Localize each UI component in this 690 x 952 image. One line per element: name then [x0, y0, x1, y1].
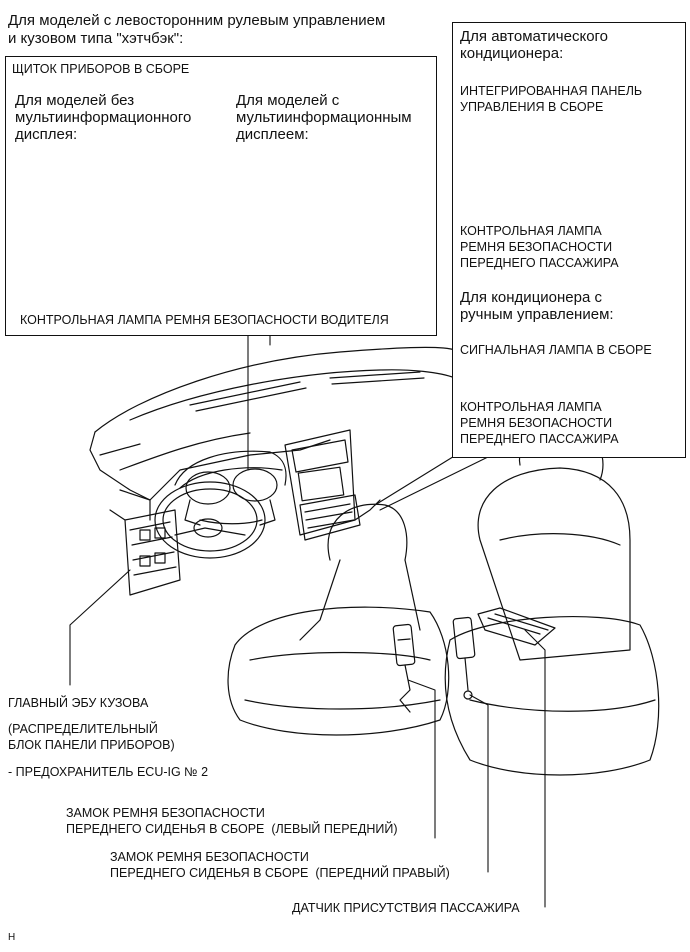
corner-mark: H	[8, 932, 16, 943]
dashboard	[89, 346, 456, 501]
header-line-2: и кузовом типа "хэтчбэк":	[8, 30, 184, 47]
buckle-right-front	[452, 616, 476, 700]
header-line-1: Для моделей с левосторонним рулевым упра…	[8, 12, 386, 29]
combination-meter-box	[5, 56, 437, 336]
combo-meter-title: ЩИТОК ПРИБОРОВ В СБОРЕ	[12, 62, 190, 76]
passenger-seat	[444, 428, 660, 776]
signal-lamp-label: СИГНАЛЬНАЯ ЛАМПА В СБОРЕ	[460, 343, 652, 357]
instrument-cluster	[174, 450, 287, 526]
ac-panel-box	[452, 22, 686, 458]
fuse-label: - ПРЕДОХРАНИТЕЛЬ ECU-IG № 2	[8, 765, 209, 779]
occupant-sensor-label: ДАТЧИК ПРИСУТСТВИЯ ПАССАЖИРА	[292, 901, 520, 915]
main-body-ecu-label: ГЛАВНЫЙ ЭБУ КУЗОВА	[8, 696, 149, 710]
center-stack	[284, 429, 381, 541]
leader-lines	[69, 335, 546, 908]
buckle-left-front	[392, 623, 416, 713]
driver-seat	[227, 503, 450, 736]
steering-wheel	[154, 481, 266, 559]
occupant-sensor	[477, 607, 556, 646]
junction-block	[109, 489, 181, 596]
driver-seatbelt-lamp-label: КОНТРОЛЬНАЯ ЛАМПА РЕМНЯ БЕЗОПАСНОСТИ ВОД…	[20, 313, 389, 327]
